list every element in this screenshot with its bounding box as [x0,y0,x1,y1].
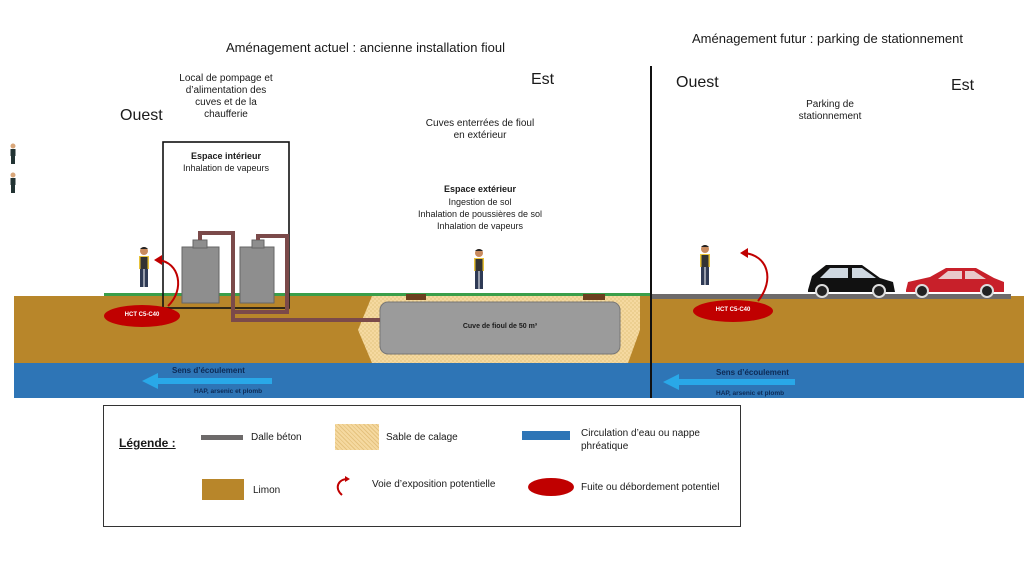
person-icon [10,143,16,164]
indoor-title: Espace intérieur [190,151,262,161]
east-label-future: Est [951,77,975,94]
legend-label-exposure: Voie d’exposition potentielle [372,479,496,490]
pipe [231,312,380,322]
exposure-arrow-future [743,252,769,302]
exposure-arrow-icon [336,476,350,496]
future-layout-title: Aménagement futur : parking de stationne… [692,31,963,46]
outdoor-line: Inhalation de poussières de sol [417,209,543,219]
legend-label-leak: Fuite ou débordement potentiel [581,482,720,493]
current-layout-title: Aménagement actuel : ancienne installati… [226,40,505,55]
person-icon [474,249,484,289]
leak-zone-future [693,300,773,322]
legend-swatch-silt [202,479,244,500]
person-icon [700,245,710,285]
flow-label-future: Sens d’écoulement [716,368,789,377]
pump-unit-cap [251,239,265,249]
buried-fuel-tank [379,301,621,355]
pump-room-label: Local de pompage et d’alimentation des c… [179,73,273,120]
leak-zone-current [104,305,180,327]
east-label-current: Est [531,71,555,88]
pump-room-box [162,141,290,309]
concrete-slab [651,294,1011,299]
legend-label-sand: Sable de calage [386,432,458,443]
tank-access-slab [406,294,426,300]
ground-surface-line [104,293,651,296]
pump-unit [181,246,220,304]
flow-arrow-future [663,374,679,390]
legend-swatch-slab [201,435,243,440]
person-icon [139,247,149,287]
pump-unit-cap [192,239,208,249]
flow-sub-future: HAP, arsenic et plomb [716,390,785,397]
pipe [198,231,289,314]
outdoor-title: Espace extérieur [443,184,517,194]
legend-swatch-sand [335,424,379,450]
car-red [906,268,1004,298]
legend [103,405,741,527]
leak-tag-current: HCT C5-C40 [124,312,160,318]
legend-label-slab: Dalle béton [251,432,302,443]
legend-swatch-water [522,431,570,440]
legend-title: Légende : [119,436,176,450]
indoor-text: Inhalation de vapeurs [182,163,270,173]
leak-tag-future: HCT C5-C40 [715,307,751,313]
flow-sub-current: HAP, arsenic et plomb [194,388,263,395]
pump-unit [239,246,275,304]
outdoor-line: Ingestion de sol [448,197,512,207]
legend-label-silt: Limon [253,485,281,496]
flow-label-current: Sens d’écoulement [172,366,245,375]
tanks-label: Cuves enterrées de fioul en extérieur [425,118,535,141]
tank-label: Cuve de fioul de 50 m³ [462,323,538,330]
exposure-arrow-current [157,259,180,307]
outdoor-line: Inhalation de vapeurs [436,221,524,231]
car-black [808,265,895,298]
tank-access-slab [583,294,605,300]
parking-label: Parking de stationnement [798,99,862,122]
person-icon [10,172,16,193]
legend-label-water: Circulation d’eau ou nappe phréatique [581,428,700,452]
flow-arrow-current [142,373,158,389]
leak-ellipse-icon [528,478,574,496]
west-label-current: Ouest [120,107,163,124]
west-label-future: Ouest [676,74,719,91]
